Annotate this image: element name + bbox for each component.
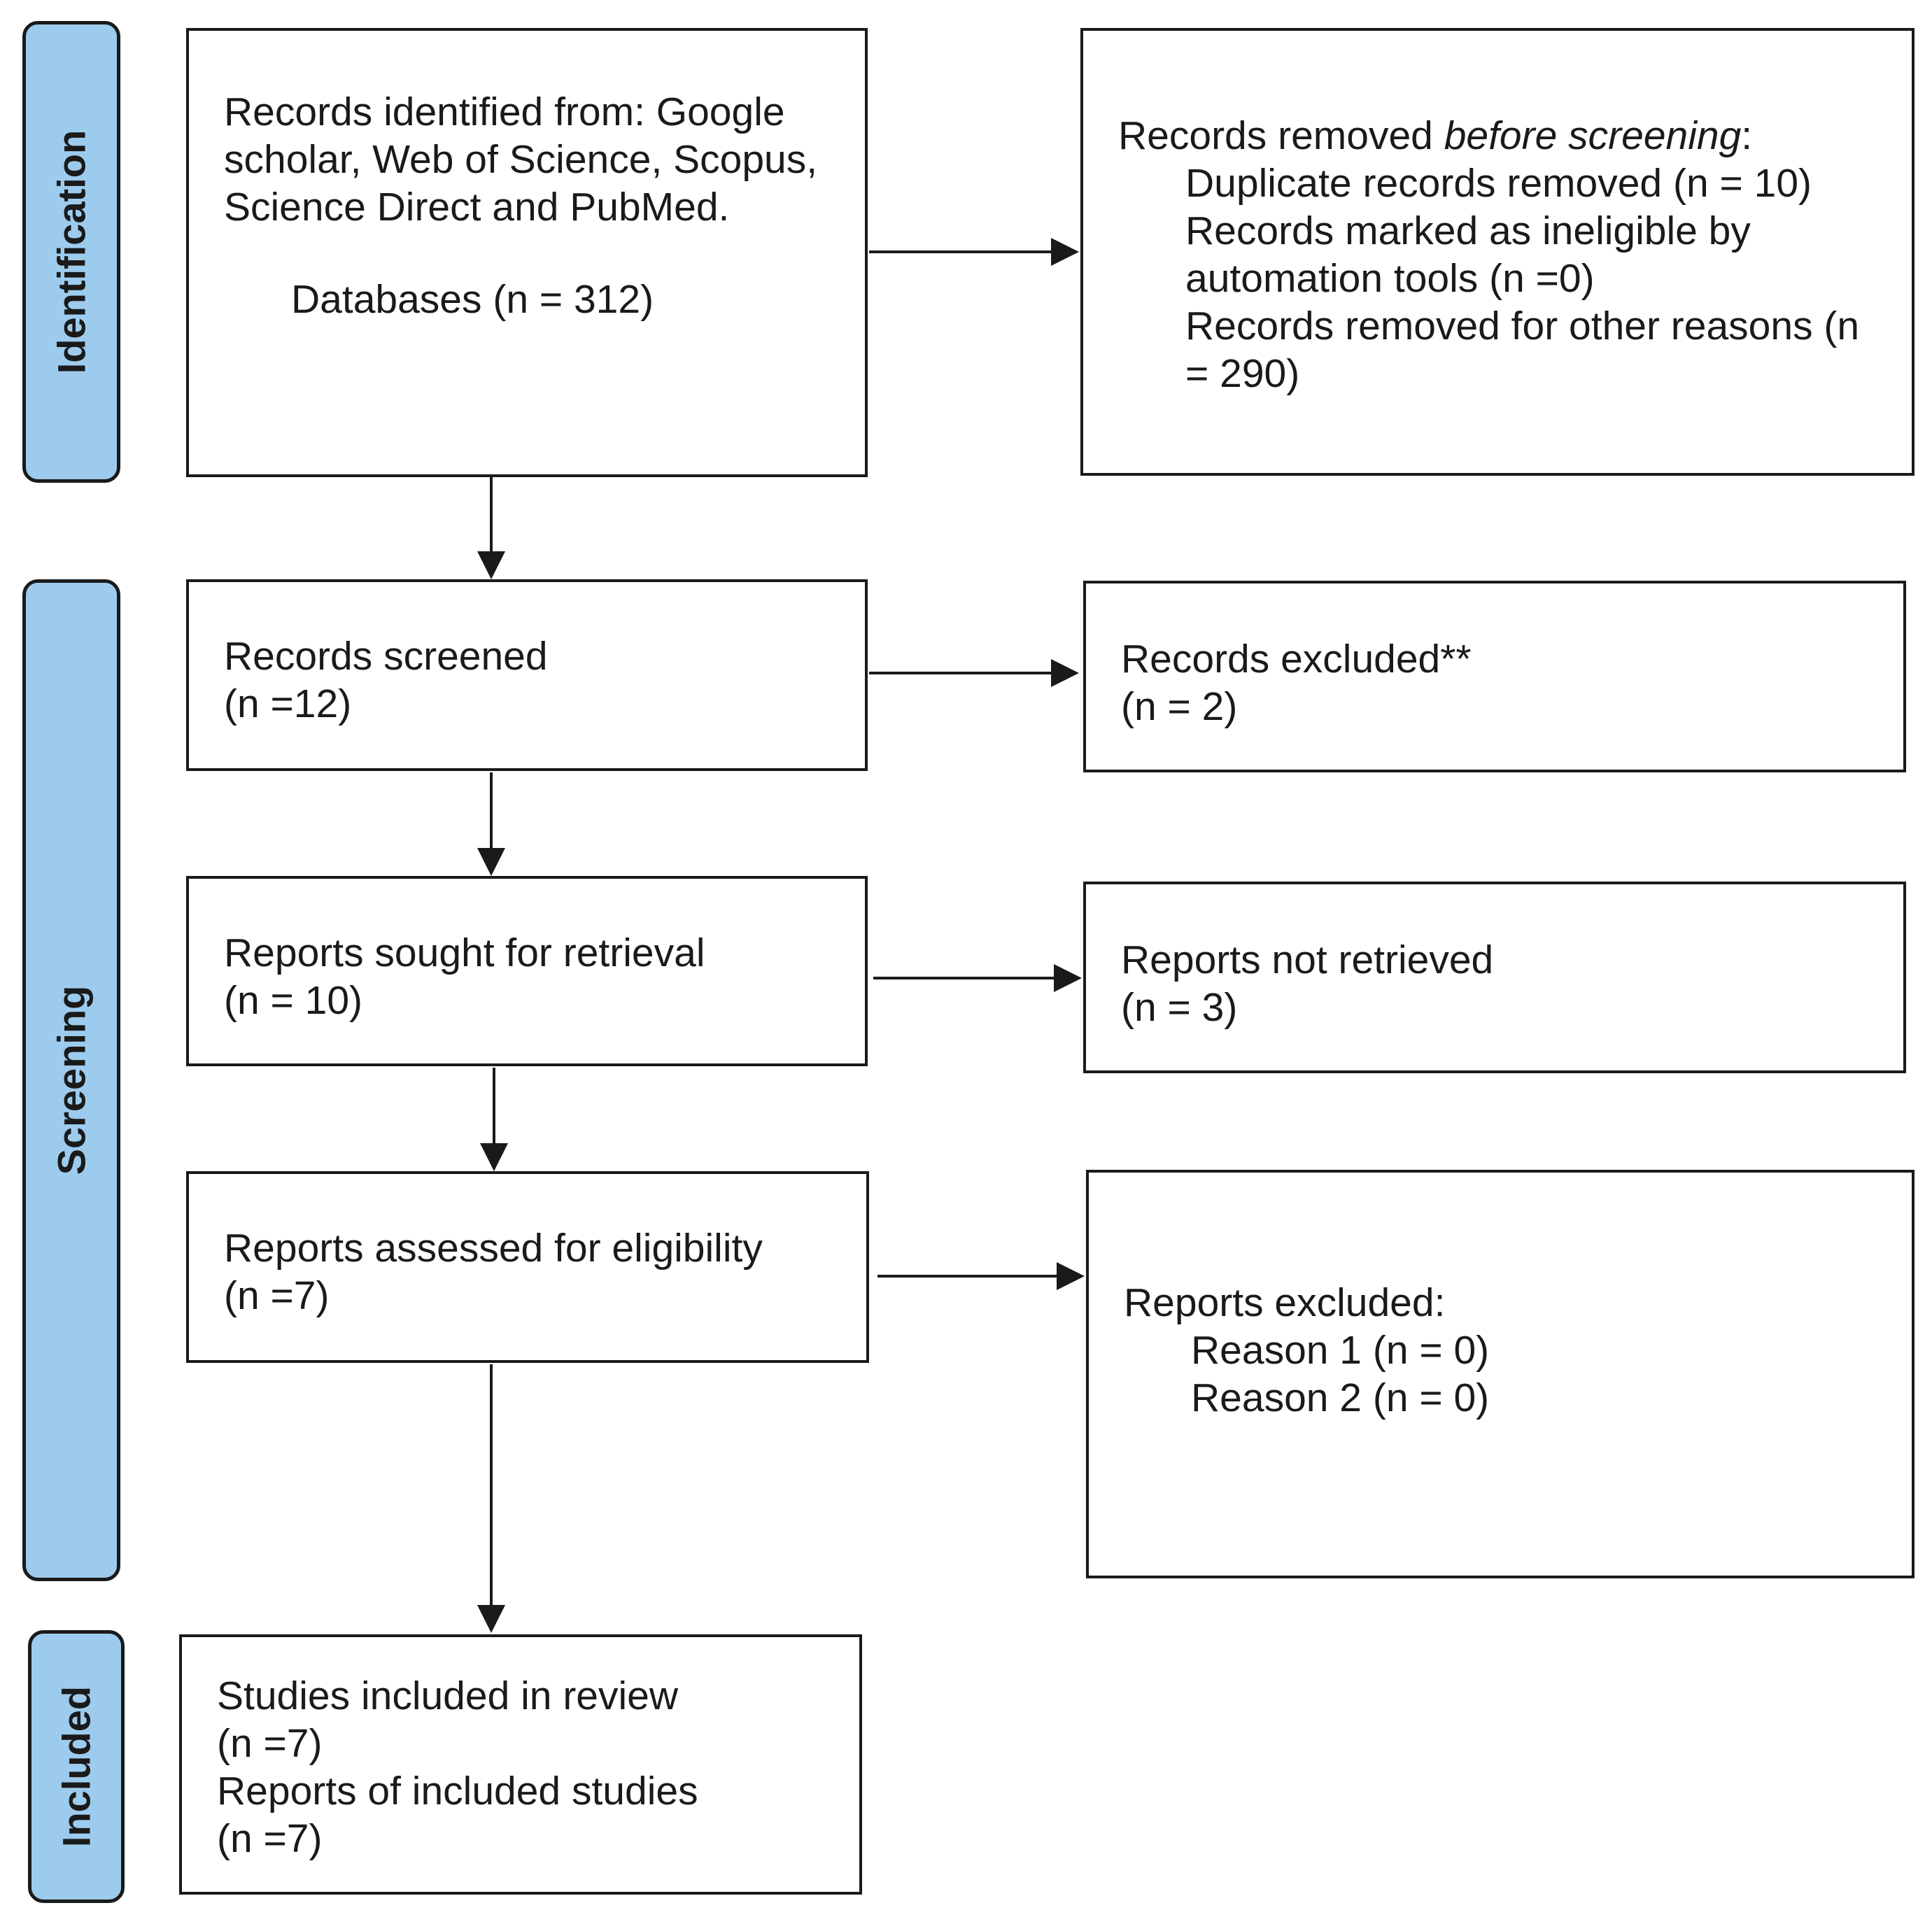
- reports-assessed-count: (n =7): [224, 1273, 330, 1318]
- studies-included-label: Studies included in review: [217, 1674, 679, 1718]
- phase-screening: Screening: [22, 579, 120, 1581]
- ineligible-records: Records marked as ineligible by automati…: [1185, 208, 1751, 301]
- reason-1: Reason 1 (n = 0): [1191, 1328, 1490, 1373]
- reports-not-retrieved-count: (n = 3): [1121, 985, 1238, 1030]
- other-removed-records: Records removed for other reasons (n = 2…: [1185, 304, 1860, 396]
- reports-included-count: (n =7): [217, 1816, 323, 1861]
- records-screened-box: Records screened (n =12): [186, 579, 868, 771]
- reports-assessed-box: Reports assessed for eligibility (n =7): [186, 1171, 869, 1363]
- studies-included-count: (n =7): [217, 1721, 323, 1766]
- records-excluded-count: (n = 2): [1121, 684, 1238, 729]
- studies-included-box: Studies included in review (n =7) Report…: [179, 1634, 862, 1895]
- reports-assessed-label: Reports assessed for eligibility: [224, 1226, 763, 1271]
- databases-count: Databases (n = 312): [291, 277, 654, 322]
- phase-identification: Identification: [22, 21, 120, 483]
- reports-included-label: Reports of included studies: [217, 1769, 698, 1813]
- reports-not-retrieved-label: Reports not retrieved: [1121, 938, 1494, 982]
- reports-sought-label: Reports sought for retrieval: [224, 931, 705, 975]
- reports-not-retrieved-box: Reports not retrieved (n = 3): [1083, 882, 1906, 1073]
- records-screened-label: Records screened: [224, 634, 548, 679]
- reports-sought-box: Reports sought for retrieval (n = 10): [186, 876, 868, 1066]
- records-identified-box: Records identified from: Google scholar,…: [186, 28, 868, 477]
- records-identified-text: Records identified from: Google scholar,…: [224, 90, 818, 229]
- reason-2: Reason 2 (n = 0): [1191, 1375, 1490, 1420]
- records-excluded-label: Records excluded**: [1121, 637, 1472, 681]
- reports-excluded-box: Reports excluded: Reason 1 (n = 0) Reaso…: [1086, 1170, 1915, 1578]
- records-excluded-box: Records excluded** (n = 2): [1083, 581, 1906, 772]
- records-removed-box: Records removed before screening: Duplic…: [1080, 28, 1915, 476]
- records-removed-heading: Records removed before screening:: [1118, 113, 1753, 158]
- reports-excluded-label: Reports excluded:: [1124, 1280, 1446, 1325]
- phase-included: Included: [28, 1630, 125, 1903]
- reports-sought-count: (n = 10): [224, 978, 363, 1023]
- records-screened-count: (n =12): [224, 681, 352, 726]
- duplicate-records: Duplicate records removed (n = 10): [1185, 161, 1812, 206]
